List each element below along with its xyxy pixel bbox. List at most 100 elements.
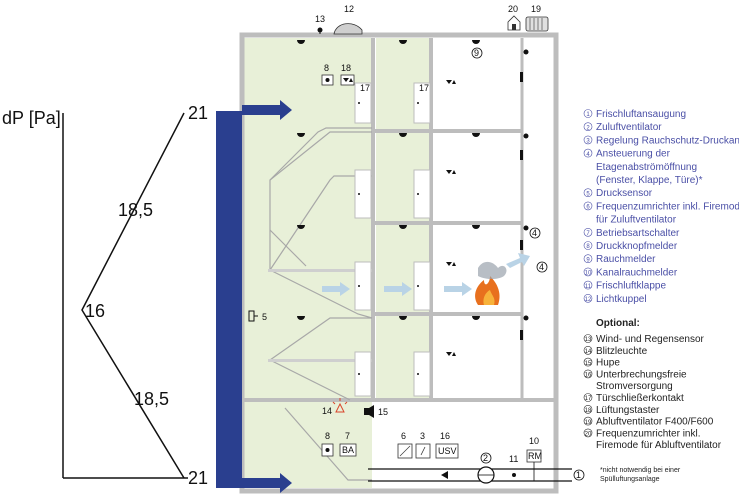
optional-item-label: Frequenzumrichter inkl.: [596, 428, 700, 439]
optional-item-label: Stromversorgung: [596, 381, 673, 392]
legend-item-number: 11: [585, 284, 592, 290]
horn-icon: [364, 405, 374, 418]
legend-item-label: Frischluftklappe: [596, 281, 666, 292]
legend-item-number-circle: [583, 122, 593, 131]
callout-19: 19: [531, 4, 541, 14]
callout-18: 18: [341, 63, 351, 73]
optional-item-label: Türschließerkontakt: [596, 393, 684, 404]
legend-item-number: 4: [586, 152, 590, 158]
optional-item-label: Firemode für Abluftventilator: [596, 440, 722, 451]
legend-item-number-circle: [583, 201, 593, 211]
legend-item-label: Druckknopfmelder: [596, 241, 678, 252]
pressure-bottom-value: 21: [188, 468, 208, 488]
optional-item-number-circle: [583, 428, 593, 438]
legend-item-label: Drucksensor: [596, 188, 653, 199]
legend-item-label: Kanalrauchmelder: [596, 267, 678, 278]
callout-4-a: 4: [532, 228, 537, 238]
optional-item-number: 19: [585, 420, 592, 426]
callout-4-b: 4: [539, 262, 544, 272]
legend-item-number: 10: [585, 271, 592, 277]
fire-icon: [475, 261, 507, 305]
callout-1: 1: [576, 470, 581, 480]
optional-item-number-circle: [583, 357, 593, 367]
callout-circle-1: [573, 469, 585, 481]
legend-item-label: Ansteuerung der: [596, 149, 671, 160]
ups-label: USV: [438, 446, 457, 456]
optional-item-number-circle: [583, 334, 593, 343]
optional-item-label: Lüftungstaster: [596, 405, 660, 416]
legend-item-label: (Fenster, Klappe, Türe)*: [596, 175, 703, 186]
door-handles: [358, 102, 419, 375]
legend-item-number: 3: [586, 139, 590, 145]
optional-item-number: 20: [585, 432, 592, 438]
legend-item-number-circle: [583, 293, 593, 303]
strobe-icon: [332, 398, 348, 413]
mode-switch-label: BA: [342, 445, 354, 455]
callout-12: 12: [344, 4, 354, 14]
optional-item-label: Blitzleuchte: [596, 346, 648, 357]
callout-20: 20: [508, 4, 518, 14]
legend-item-number-circle: [583, 228, 593, 237]
building-section: 5 8 18 17 17 9 4 4 12: [216, 4, 585, 494]
legend-item-label: Lichtkuppel: [596, 294, 647, 305]
riser-top-arrow: [242, 100, 292, 120]
legend-item-number: 8: [586, 244, 590, 250]
legend-item-label: Rauchmelder: [596, 254, 656, 265]
exhaust-fan-icon: [525, 16, 549, 32]
legend-item-number: 1: [586, 112, 590, 118]
legend-item-label: Regelung Rauchschutz-Druckanlage: [596, 135, 739, 146]
legend-item-number: 12: [585, 297, 592, 303]
optional-item-label: Abluftventilator F400/F600: [596, 417, 714, 428]
pressure-profile-line: [81, 112, 185, 479]
callout-8-ground: 8: [325, 431, 330, 441]
callout-16: 16: [440, 431, 450, 441]
callout-10: 10: [529, 436, 539, 446]
legend-item-number-circle: [583, 254, 593, 264]
wind-rain-sensor-icon: [317, 27, 323, 34]
callout-11: 11: [509, 454, 518, 464]
optional-title: Optional:: [596, 318, 640, 329]
stairwell-area: [244, 38, 372, 400]
optional-item-number: 14: [585, 349, 592, 355]
legend-item-label: Etagenabströmöffnung: [596, 162, 697, 173]
callout-5: 5: [262, 312, 267, 322]
legend-item-label: Frequenzumrichter inkl. Firemode: [596, 201, 739, 212]
callout-circle-4b: [536, 261, 548, 273]
pressure-lower-slope: 18,5: [134, 389, 169, 409]
pressure-upper-slope: 18,5: [118, 200, 153, 220]
optional-item-number: 17: [585, 396, 592, 402]
legend-item-label: für Zuluftventilator: [596, 215, 677, 226]
optional-item-label: Wind- und Regensensor: [596, 334, 705, 345]
ups-box: [435, 443, 459, 459]
top-floor-devices: [321, 74, 355, 86]
damper-icon: [512, 473, 516, 477]
legend-item-number: 2: [586, 125, 590, 131]
callout-8-top: 8: [324, 63, 329, 73]
duct-flow-arrow: [441, 471, 448, 479]
legend-item-number-circle: [583, 188, 593, 197]
callout-9: 9: [474, 48, 479, 58]
optional-item-number: 13: [585, 337, 592, 343]
optional-item-number: 15: [585, 361, 592, 367]
callout-13: 13: [315, 14, 325, 24]
callout-7: 7: [345, 431, 350, 441]
staircase: [268, 127, 373, 481]
optional-item-number-circle: [583, 393, 593, 402]
optional-item-number-circle: [583, 345, 593, 355]
footnote-line-1: *nicht notwendig bei einer: [600, 467, 681, 474]
footnote-line-2: Spülluftungsanlage: [600, 476, 660, 483]
pressure-top-value: 21: [188, 103, 208, 123]
optional-item-label: Unterbrechungsfreie: [596, 369, 687, 380]
callout-17-b: 17: [419, 83, 429, 93]
optional-item-label: Hupe: [596, 358, 620, 369]
callout-circle-2: [480, 452, 492, 464]
floor-slabs: [244, 129, 556, 402]
legend-item-label: Zuluftventilator: [596, 122, 662, 133]
air-flow-arrows: [322, 253, 530, 296]
legend-item-number-circle: [583, 241, 593, 250]
legend-item-number-circle: [583, 280, 593, 290]
legend-item-label: Betriebsartschalter: [596, 228, 680, 239]
callout-2: 2: [483, 453, 488, 463]
callout-circle-4a: [529, 227, 541, 239]
